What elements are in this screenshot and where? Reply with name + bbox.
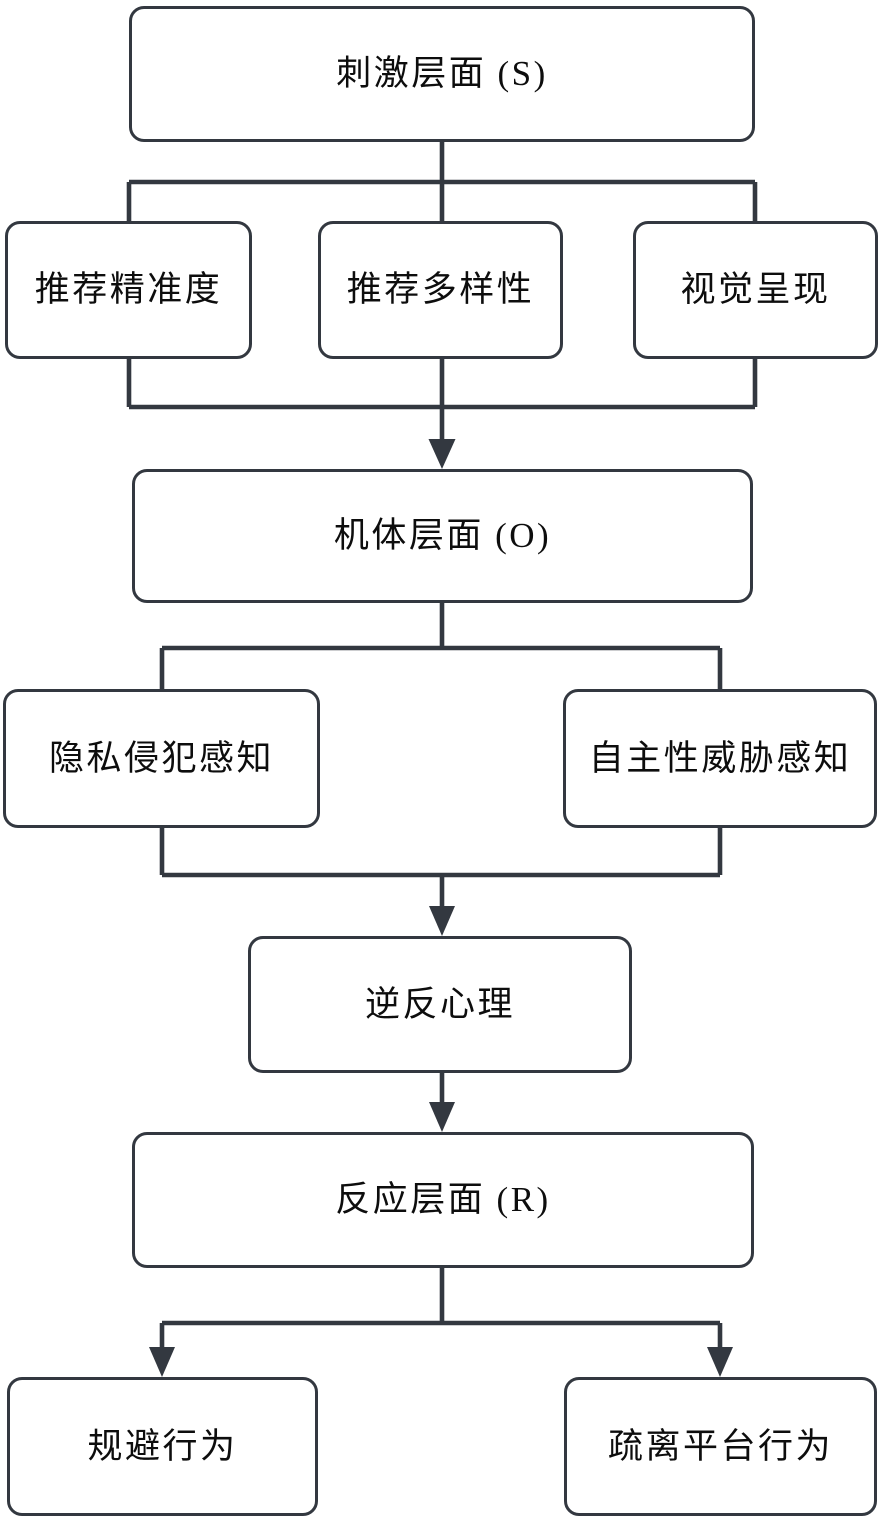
node-visual-presentation: 视觉呈现 bbox=[633, 221, 878, 359]
arrowhead-response bbox=[429, 1102, 455, 1132]
arrowhead-avoidance bbox=[149, 1347, 175, 1377]
node-response-label: 反应层面 (R) bbox=[335, 1180, 551, 1219]
node-avoidance-label: 规避行为 bbox=[87, 1426, 238, 1466]
node-avoidance-behavior: 规避行为 bbox=[7, 1377, 318, 1516]
node-autonomy-threat-perception: 自主性威胁感知 bbox=[563, 689, 877, 828]
node-privacy-invasion-perception: 隐私侵犯感知 bbox=[3, 689, 320, 828]
node-reactance-label: 逆反心理 bbox=[364, 984, 515, 1024]
node-privacy-label: 隐私侵犯感知 bbox=[48, 738, 274, 778]
node-organism-label: 机体层面 (O) bbox=[333, 516, 552, 555]
node-autonomy-label: 自主性威胁感知 bbox=[588, 738, 852, 778]
node-platform-alienation-behavior: 疏离平台行为 bbox=[564, 1377, 877, 1516]
node-recommendation-diversity: 推荐多样性 bbox=[318, 221, 563, 359]
node-reactance: 逆反心理 bbox=[248, 936, 632, 1073]
node-recommendation-accuracy: 推荐精准度 bbox=[5, 221, 252, 359]
arrowhead-organism bbox=[428, 439, 456, 469]
node-diversity-label: 推荐多样性 bbox=[346, 270, 535, 309]
node-organism-level: 机体层面 (O) bbox=[132, 469, 753, 603]
node-response-level: 反应层面 (R) bbox=[132, 1132, 754, 1268]
arrowhead-alienation bbox=[707, 1347, 733, 1377]
node-stimulus-level: 刺激层面 (S) bbox=[129, 6, 755, 142]
node-stimulus-label: 刺激层面 (S) bbox=[336, 54, 548, 93]
node-alienation-label: 疏离平台行为 bbox=[607, 1426, 833, 1466]
arrowhead-reactance bbox=[429, 906, 455, 936]
node-accuracy-label: 推荐精准度 bbox=[34, 270, 223, 309]
node-visual-label: 视觉呈现 bbox=[680, 270, 831, 309]
